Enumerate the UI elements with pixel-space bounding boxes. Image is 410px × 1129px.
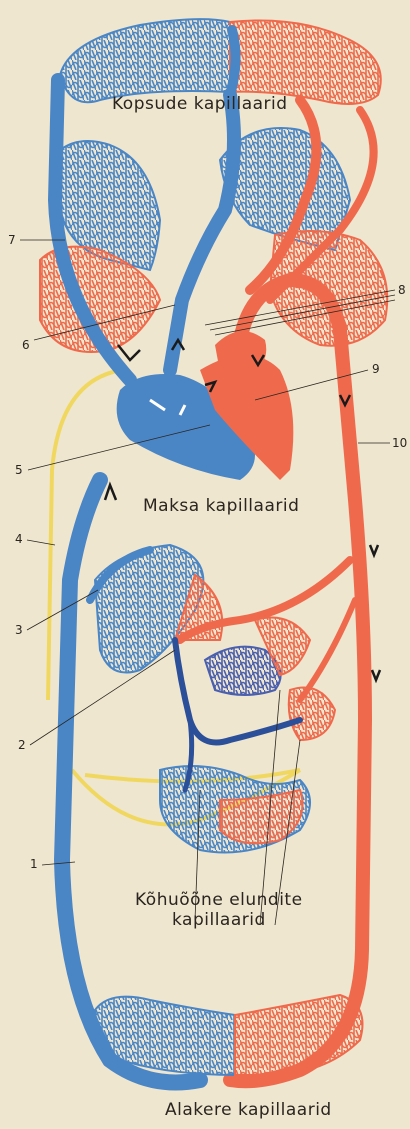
- lung-capillaries: [60, 19, 381, 104]
- lung-capillaries-label: Kopsude kapillaarid: [112, 94, 288, 114]
- marker-6: 6: [22, 338, 30, 352]
- lower-body-capillaries: [95, 995, 363, 1075]
- abdominal-capillaries: [95, 545, 335, 853]
- lower-body-capillaries-label: Alakere kapillaarid: [165, 1100, 332, 1120]
- marker-8: 8: [398, 283, 406, 297]
- marker-3: 3: [15, 623, 23, 637]
- marker-2: 2: [18, 738, 26, 752]
- abdominal-capillaries-label-line2: kapillaarid: [172, 910, 266, 930]
- marker-10: 10: [392, 436, 407, 450]
- marker-5: 5: [15, 463, 23, 477]
- liver-capillaries-label: Maksa kapillaarid: [143, 496, 299, 516]
- abdominal-capillaries-label-line1: Kõhuõõne elundite: [135, 890, 303, 910]
- marker-7: 7: [8, 233, 16, 247]
- marker-4: 4: [15, 532, 23, 546]
- marker-9: 9: [372, 362, 380, 376]
- heart: [117, 331, 294, 480]
- marker-1: 1: [30, 857, 38, 871]
